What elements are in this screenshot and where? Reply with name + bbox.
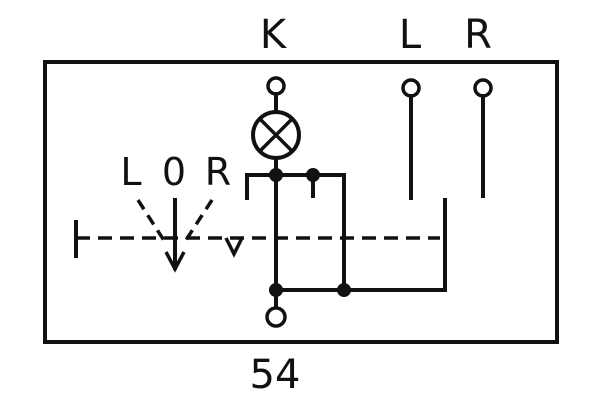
terminal-l (401, 78, 421, 200)
junction-dot (337, 283, 351, 297)
detent-notch (224, 237, 244, 258)
position-guide-right (184, 199, 214, 241)
terminal-label-k: K (260, 12, 288, 58)
switch-label-r: R (205, 150, 231, 194)
lower-bus (274, 198, 447, 292)
indicator-lamp-icon (251, 110, 301, 160)
terminal-label-54: 54 (250, 352, 301, 398)
upper-bus (245, 173, 346, 292)
terminal-label-r: R (464, 12, 492, 58)
position-guide-left (136, 199, 167, 243)
junction-dot (306, 168, 320, 182)
terminal-k (266, 76, 286, 114)
lever-arrow-icon (164, 198, 186, 273)
terminal-label-l: L (399, 12, 422, 58)
terminal-54 (265, 288, 287, 328)
switch-label-0: 0 (162, 150, 186, 194)
terminal-r (473, 78, 493, 198)
switch-label-l: L (120, 150, 141, 194)
housing-outline (43, 60, 559, 344)
